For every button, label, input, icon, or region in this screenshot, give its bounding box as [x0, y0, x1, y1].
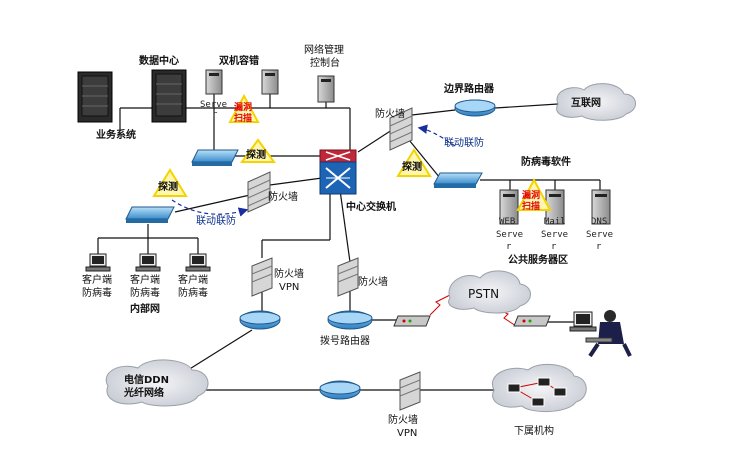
client-label-2: 客户端	[130, 273, 160, 286]
pstn-label: PSTN	[468, 287, 499, 301]
dns-server-label-b: Serve	[586, 230, 613, 240]
ddn-label-line1: 电信DDN	[124, 373, 169, 386]
vpn-label-lower: VPN	[397, 428, 417, 439]
core-switch-icon	[319, 149, 357, 195]
antivirus-label-3: 防病毒	[178, 286, 208, 299]
dns-server-label-a: DNS	[591, 217, 607, 227]
subordinate-network-icon	[491, 363, 587, 412]
business-system-label: 业务系统	[96, 128, 136, 141]
ddn-cloud-icon	[105, 359, 209, 407]
client-pc-icon	[85, 253, 111, 272]
web-server-label-b: Serve	[496, 230, 523, 240]
linkage-label-top: 联动联防	[444, 136, 484, 149]
client-pc-icon	[135, 253, 161, 272]
client-label-1: 客户端	[82, 273, 112, 286]
rack-server-icon	[77, 71, 113, 123]
firewall-label-internal: 防火墙	[268, 190, 298, 203]
web-server-icon	[499, 189, 519, 225]
dual-server-label: 双机容错	[219, 54, 259, 67]
border-router-label: 边界路由器	[443, 82, 495, 95]
border-router-icon	[454, 99, 496, 117]
intranet-label: 内部网	[130, 302, 160, 315]
vpn-router-icon	[239, 310, 281, 330]
detect-label: 探测	[246, 148, 266, 161]
intranet-switch-icon	[125, 206, 175, 223]
lower-router-icon	[319, 380, 361, 400]
vulnerability-scan-icon	[516, 177, 552, 211]
remote-user-icon	[569, 310, 632, 358]
firewall-icon	[389, 107, 413, 151]
mail-server-label-a: Mail	[544, 217, 566, 227]
nms-label-line1: 网络管理	[304, 43, 344, 56]
linkage-label-internal: 联动联防	[196, 214, 236, 227]
internet-label: 互联网	[571, 96, 601, 109]
web-server-label-a: WEB	[499, 217, 515, 227]
ddn-label-line2: 光纤网络	[123, 386, 164, 399]
subordinate-label: 下属机构	[514, 424, 554, 437]
modem-icon	[513, 315, 551, 327]
tower-server-icon	[261, 69, 279, 95]
dns-server-icon	[591, 189, 611, 225]
dns-server-label-c: r	[596, 242, 602, 252]
rack-server-icon	[151, 69, 187, 123]
serve-label: Serve	[200, 100, 227, 110]
antivirus-label-1: 防病毒	[82, 286, 112, 299]
public-service-area-label: 公共服务器区	[508, 253, 568, 266]
client-label-3: 客户端	[178, 273, 208, 286]
vuln-scan-public-line1: 漏洞	[522, 189, 540, 201]
dialup-router-icon	[327, 310, 373, 330]
serve-label-suffix: r	[212, 110, 218, 120]
mail-server-label-b: Serve	[541, 230, 568, 240]
public-switch-icon	[433, 172, 483, 188]
vuln-scan-label-line2: 扫描	[234, 112, 252, 124]
modem-icon	[393, 315, 431, 327]
pstn-cloud-icon	[448, 270, 531, 314]
dialup-router-label: 拨号路由器	[320, 334, 370, 347]
lower-firewall-icon	[399, 371, 421, 411]
firewall-label-lower: 防火墙	[388, 413, 418, 426]
vpn-label: VPN	[279, 282, 299, 293]
datacenter-label: 数据中心	[139, 54, 179, 67]
management-console-icon	[317, 75, 335, 103]
internal-firewall-icon	[247, 171, 271, 213]
connection-lines	[97, 90, 601, 391]
detect-icon	[240, 138, 276, 163]
client-pc-icon	[185, 253, 211, 272]
antivirus-software-label: 防病毒软件	[521, 155, 571, 168]
firewall-label-dialup: 防火墙	[358, 275, 388, 288]
vuln-scan-public-line2: 扫描	[522, 200, 540, 212]
vulnerability-scan-icon	[228, 93, 260, 123]
detect-icon	[152, 168, 188, 197]
detect-icon	[396, 148, 432, 177]
firewall-label-vpn: 防火墙	[274, 267, 304, 280]
web-server-label-c: r	[506, 242, 512, 252]
vpn-firewall-icon	[251, 257, 273, 297]
vuln-scan-label-line1: 漏洞	[234, 101, 252, 113]
antivirus-label-2: 防病毒	[130, 286, 160, 299]
detect-label-intranet: 探测	[158, 180, 178, 193]
dialup-firewall-icon	[337, 257, 359, 297]
detect-label-public: 探测	[402, 160, 422, 173]
internet-cloud-icon	[556, 83, 636, 121]
nms-label-line2: 控制台	[310, 56, 340, 69]
datacenter-switch-icon	[191, 149, 239, 166]
mail-server-label-c: r	[551, 242, 557, 252]
tower-server-icon	[205, 69, 223, 95]
firewall-label-top: 防火墙	[375, 107, 405, 120]
core-switch-label: 中心交换机	[346, 200, 396, 213]
